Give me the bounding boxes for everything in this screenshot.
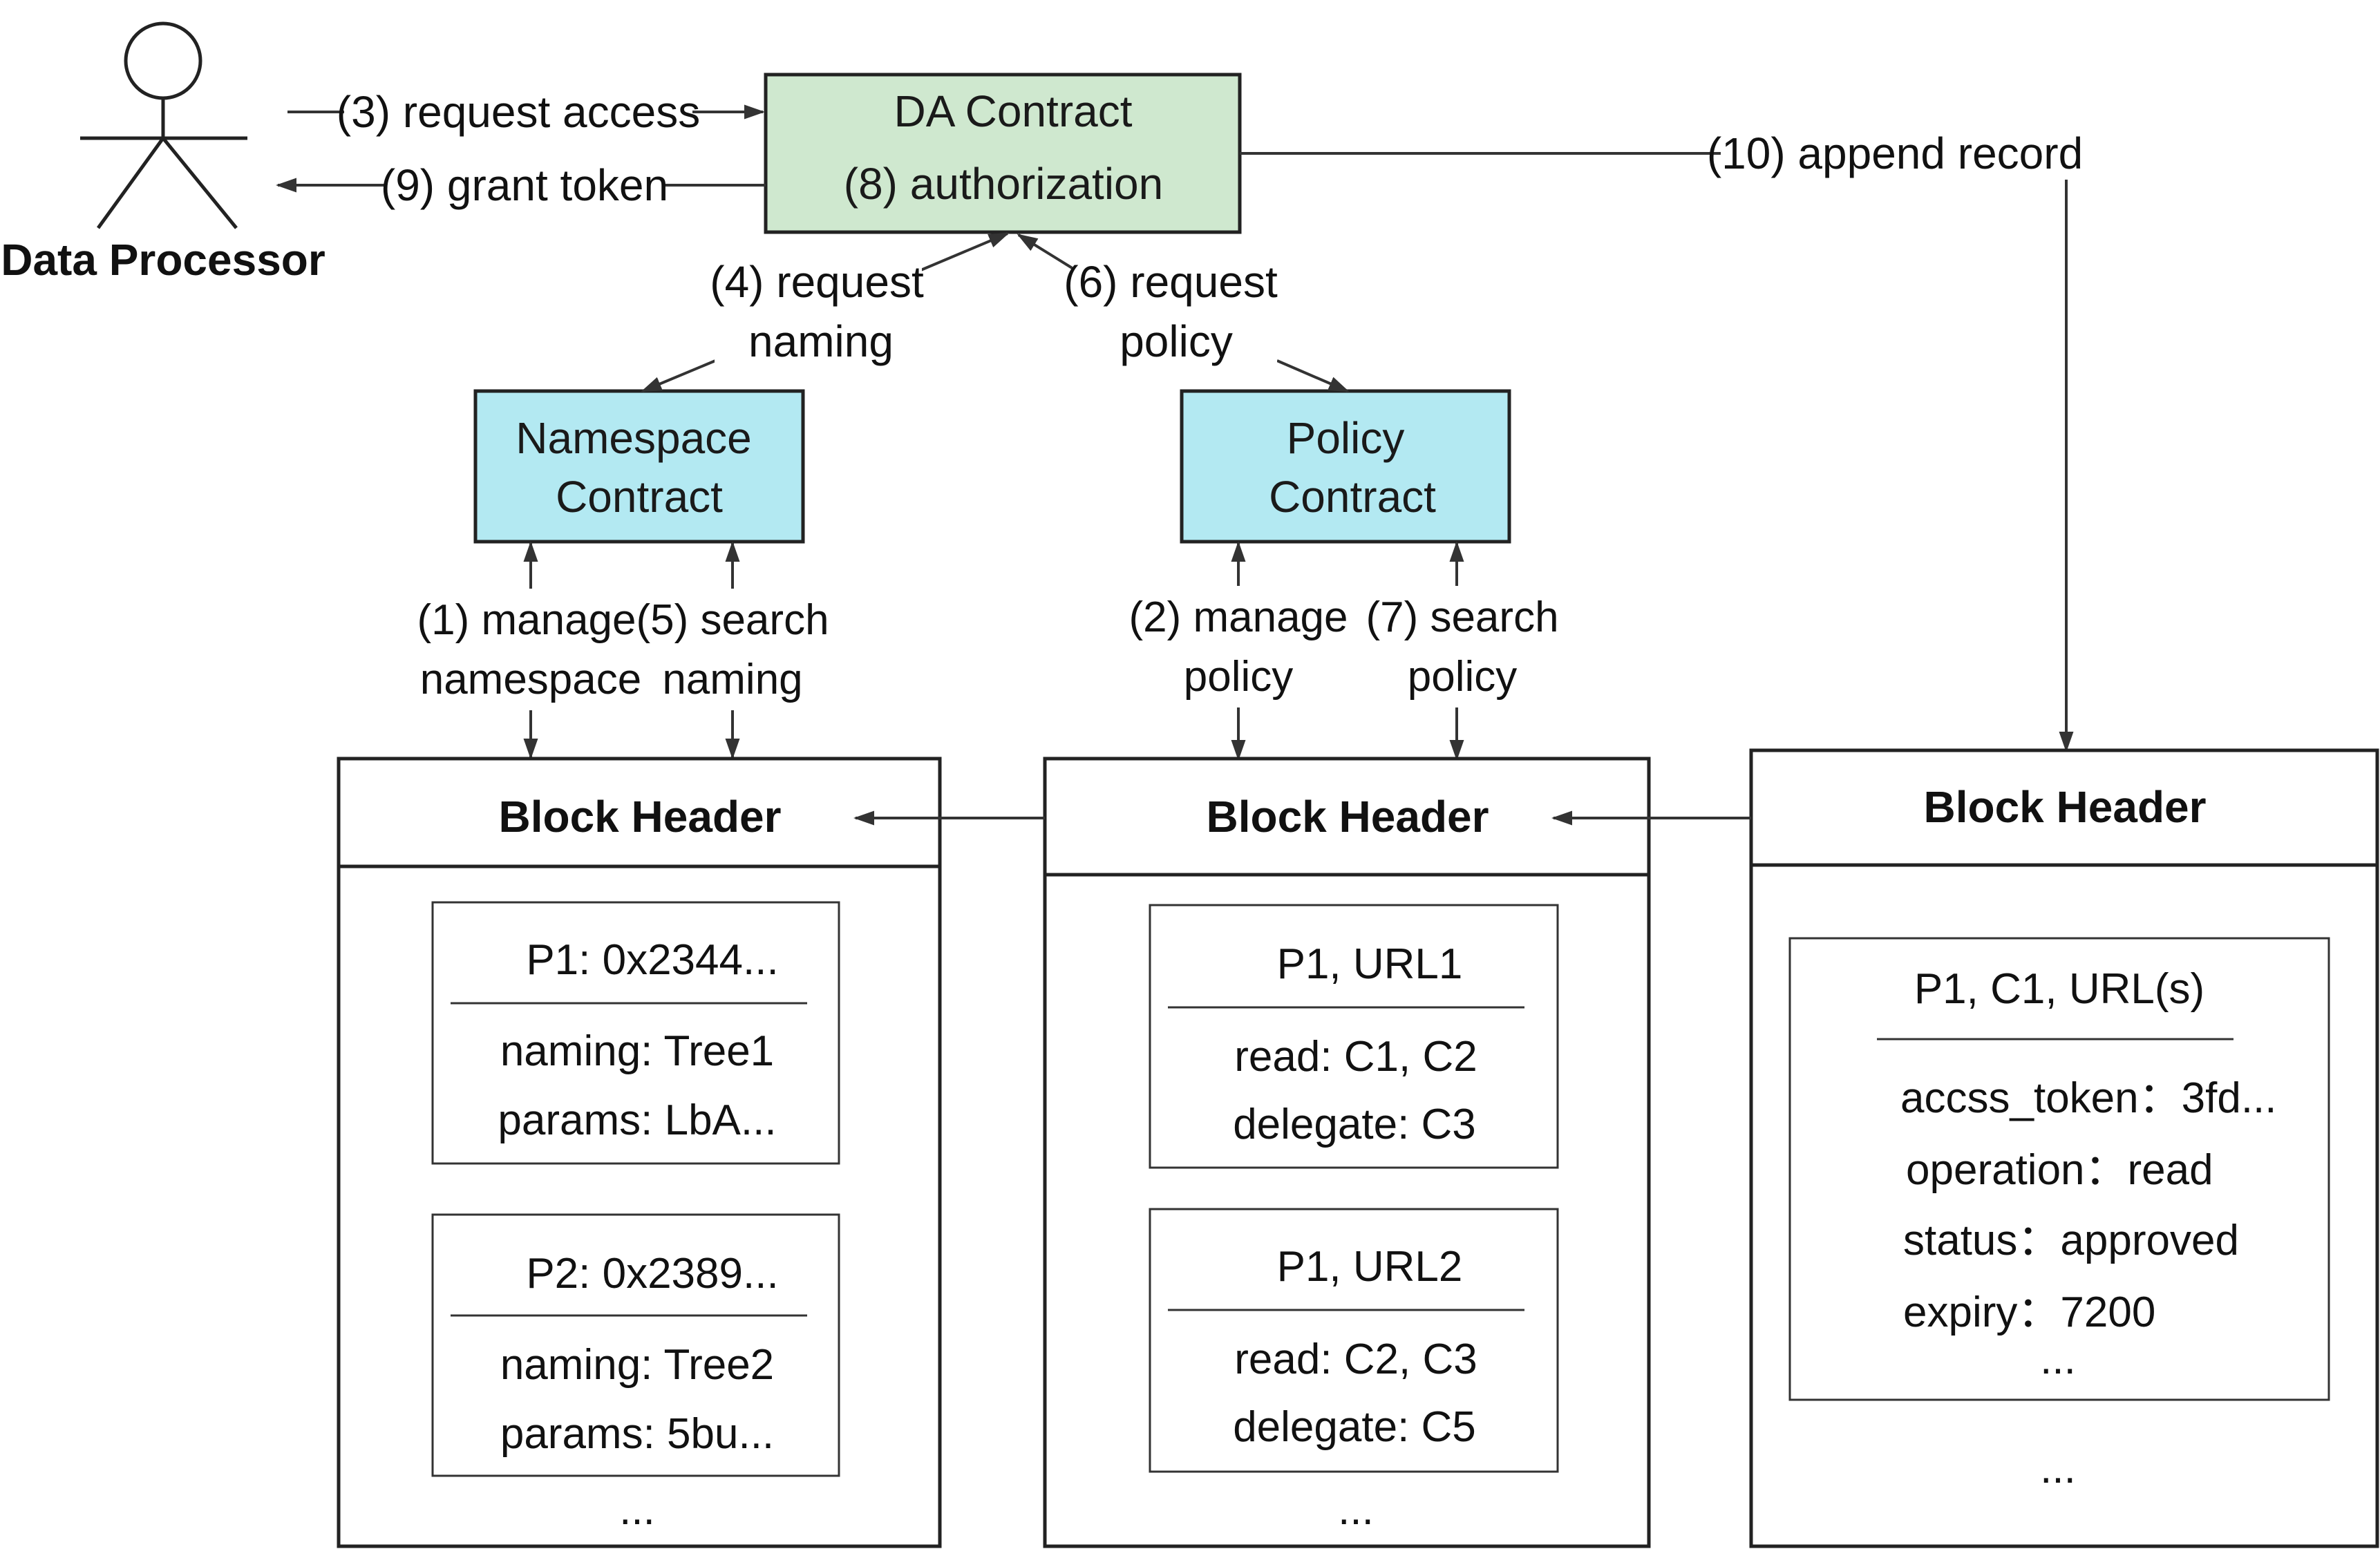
block-1: Block Header P1: 0x2344... naming: Tree1… bbox=[337, 757, 942, 1548]
flow-grant-token-label-bg bbox=[384, 155, 665, 211]
block-1-entry-2: P2: 0x2389... naming: Tree2 params: 5bu.… bbox=[431, 1213, 840, 1477]
block-2-entry-1-line-1: read: C1, C2 bbox=[1234, 1033, 1477, 1081]
block-1-entry-1: P1: 0x2344... naming: Tree1 params: LbA.… bbox=[431, 901, 840, 1165]
block-2-ellipsis: ... bbox=[1338, 1486, 1374, 1534]
flow-request-policy: (6) request policy bbox=[1017, 234, 1350, 392]
da-contract-rect bbox=[764, 73, 1242, 234]
block-2-header: Block Header bbox=[1206, 792, 1489, 842]
policy-contract-rect bbox=[1180, 389, 1511, 544]
namespace-contract-rect bbox=[473, 389, 805, 544]
flow-request-policy-label-1: (6) request bbox=[1064, 257, 1278, 307]
block-2-entry-2: P1, URL2 read: C2, C3 delegate: C5 bbox=[1149, 1208, 1559, 1473]
block-3-entry-1-line-3: status：approved bbox=[1903, 1217, 2239, 1264]
namespace-contract-line2: Contract bbox=[556, 472, 723, 522]
flow-grant-token-label: (9) grant token bbox=[381, 160, 668, 210]
block-3-entry-1-line-5: ... bbox=[2040, 1336, 2076, 1383]
block-3-entry-1-line-4: expiry：7200 bbox=[1903, 1289, 2155, 1336]
block-1-entry-2-title: P2: 0x2389... bbox=[526, 1250, 778, 1298]
flow-request-naming-label-2: naming bbox=[748, 316, 894, 366]
flow-append-record-label-bg bbox=[1721, 123, 2069, 180]
actor-head bbox=[124, 21, 202, 100]
block-3-ellipsis: ... bbox=[2040, 1445, 2076, 1492]
flow-search-naming-label-bg bbox=[640, 589, 828, 710]
flow-request-naming: (4) request naming bbox=[641, 232, 1010, 392]
flow-manage-policy-label-2: policy bbox=[1184, 653, 1294, 701]
block-2-entry-1-title: P1, URL1 bbox=[1277, 940, 1463, 988]
block-1-entry-1-line-2: params: LbA... bbox=[498, 1096, 776, 1144]
flow-manage-namespace: (1) manage namespace bbox=[417, 541, 642, 759]
flow-search-naming-label-1: (5) search bbox=[636, 596, 829, 644]
flow-request-policy-label-2: policy bbox=[1120, 316, 1233, 366]
flow-manage-namespace-label-2: namespace bbox=[420, 656, 642, 703]
actor-left-leg bbox=[96, 137, 165, 229]
block-3: Block Header P1, C1, URL(s) accss_token：… bbox=[1749, 748, 2379, 1548]
flow-search-naming: (5) search naming bbox=[636, 541, 829, 759]
flow-request-access-label-bg bbox=[344, 82, 692, 138]
flow-search-policy-label-1: (7) search bbox=[1366, 593, 1558, 641]
flow-request-policy-line-upper bbox=[1017, 234, 1078, 272]
policy-contract-line1: Policy bbox=[1287, 413, 1405, 463]
da-contract-step: (8) authorization bbox=[844, 159, 1163, 209]
block-1-entry-1-line-1: naming: Tree1 bbox=[500, 1027, 774, 1075]
flow-search-policy-label-bg bbox=[1363, 586, 1551, 707]
flow-search-policy: (7) search policy bbox=[1363, 541, 1559, 761]
block-1-entry-2-line-2: params: 5bu... bbox=[500, 1410, 774, 1458]
flow-search-policy-label-2: policy bbox=[1408, 653, 1518, 701]
flow-manage-namespace-label-1: (1) manage bbox=[417, 596, 636, 644]
block-1-entry-1-title: P1: 0x2344... bbox=[526, 936, 778, 984]
block-3-entry-1-line-2: operation：read bbox=[1906, 1146, 2213, 1194]
flow-manage-namespace-label-bg bbox=[424, 589, 637, 710]
block-2-entry-1: P1, URL1 read: C1, C2 delegate: C3 bbox=[1149, 904, 1559, 1169]
block-1-ellipsis: ... bbox=[619, 1486, 655, 1534]
policy-contract-line2: Contract bbox=[1269, 472, 1436, 522]
flow-request-policy-label-bg bbox=[1073, 253, 1277, 374]
flow-request-naming-label-bg bbox=[715, 253, 922, 374]
block-3-entry-1-frame bbox=[1788, 937, 2330, 1401]
flow-append-record: (10) append record bbox=[1240, 123, 2083, 752]
flow-search-naming-label-2: naming bbox=[662, 656, 802, 703]
block-3-entry-1-line-1: accss_token：3fd... bbox=[1900, 1074, 2277, 1122]
actor-label: Data Processor bbox=[1, 235, 325, 285]
block-1-header: Block Header bbox=[498, 792, 781, 842]
flow-manage-policy: (2) manage policy bbox=[1128, 541, 1348, 761]
da-contract-box: DA Contract (8) authorization bbox=[764, 73, 1242, 234]
block-3-entry-1: P1, C1, URL(s) accss_token：3fd... operat… bbox=[1788, 937, 2330, 1401]
flow-request-access: (3) request access bbox=[287, 82, 765, 138]
flow-append-record-label: (10) append record bbox=[1707, 129, 2083, 178]
block-1-entry-2-line-1: naming: Tree2 bbox=[500, 1341, 774, 1389]
block-2-entry-2-line-2: delegate: C5 bbox=[1233, 1403, 1476, 1451]
block-2-entry-2-title: P1, URL2 bbox=[1277, 1243, 1463, 1291]
block-2-entry-2-line-1: read: C2, C3 bbox=[1234, 1336, 1477, 1383]
da-contract-title: DA Contract bbox=[894, 86, 1132, 136]
block-1-entry-1-frame bbox=[431, 901, 840, 1165]
block-2: Block Header P1, URL1 read: C1, C2 deleg… bbox=[1043, 757, 1651, 1548]
block-2-entry-2-frame bbox=[1149, 1208, 1559, 1473]
flow-manage-policy-label-bg bbox=[1133, 586, 1343, 707]
block-3-entry-1-title: P1, C1, URL(s) bbox=[1914, 965, 2204, 1013]
policy-contract-box: Policy Contract bbox=[1180, 389, 1511, 544]
namespace-contract-box: Namespace Contract bbox=[473, 389, 805, 544]
flow-request-naming-line-lower bbox=[641, 358, 719, 392]
actor-right-leg bbox=[162, 137, 238, 229]
data-processor-actor: Data Processor bbox=[1, 21, 325, 285]
flow-request-policy-line-lower bbox=[1276, 359, 1350, 392]
flow-grant-token: (9) grant token bbox=[276, 155, 766, 211]
block-2-entry-1-frame bbox=[1149, 904, 1559, 1169]
namespace-contract-line1: Namespace bbox=[516, 413, 752, 463]
flow-request-naming-label-1: (4) request bbox=[710, 257, 924, 307]
flow-manage-policy-label-1: (2) manage bbox=[1128, 593, 1348, 641]
flow-request-naming-line-upper bbox=[918, 232, 1010, 272]
flow-request-access-label: (3) request access bbox=[337, 87, 700, 137]
block-2-entry-1-line-2: delegate: C3 bbox=[1233, 1101, 1476, 1148]
block-3-header: Block Header bbox=[1923, 782, 2206, 832]
block-1-entry-2-frame bbox=[431, 1213, 840, 1477]
